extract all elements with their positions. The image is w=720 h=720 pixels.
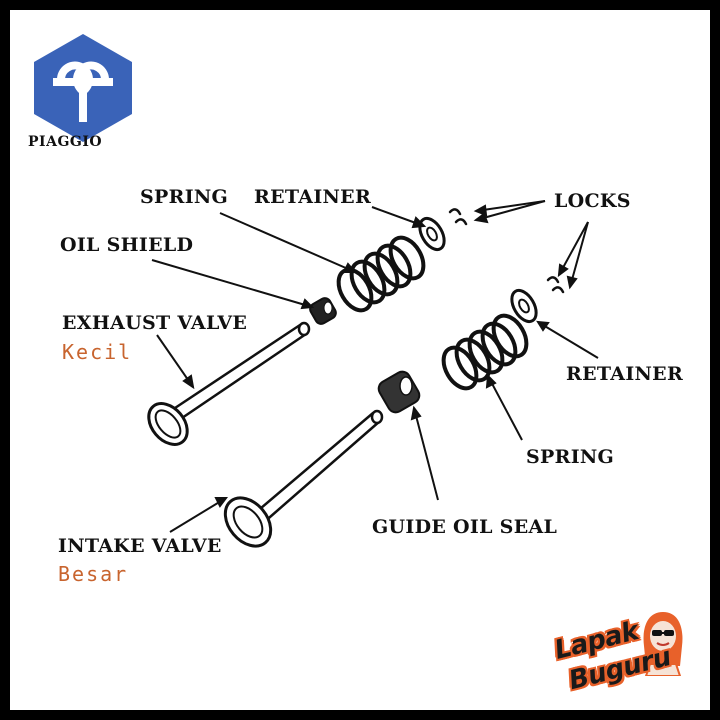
label-exhaust-size: Kecil	[62, 340, 133, 364]
right-retainer-part	[510, 288, 538, 324]
label-intake-valve: INTAKE VALVE	[58, 535, 222, 557]
label-locks: LOCKS	[554, 190, 631, 212]
shop-logo: Lapak Buguru	[546, 606, 696, 702]
label-retainer-right: RETAINER	[566, 363, 684, 385]
bottom-spring-part	[441, 313, 529, 391]
label-guide-oil-seal: GUIDE OIL SEAL	[372, 516, 558, 538]
top-spring-part	[336, 235, 426, 313]
piaggio-emblem-icon	[34, 34, 132, 142]
valve-exploded-diagram	[147, 200, 599, 548]
label-intake-size: Besar	[58, 562, 129, 586]
label-spring-bottom: SPRING	[526, 446, 615, 468]
label-spring-top: SPRING	[140, 186, 229, 208]
diagram-canvas: PIAGGIO	[10, 10, 710, 710]
label-retainer-top: RETAINER	[254, 186, 372, 208]
exhaust-valve-part	[147, 321, 311, 446]
oil-shield-part	[309, 297, 337, 325]
mascot-girl-icon	[643, 612, 683, 676]
top-retainer-part	[418, 216, 446, 252]
label-oil-shield: OIL SHIELD	[60, 234, 194, 256]
brand-name: PIAGGIO	[28, 134, 103, 150]
label-exhaust-valve: EXHAUST VALVE	[62, 312, 248, 334]
guide-oil-seal-part	[377, 370, 421, 414]
intake-valve-part	[223, 409, 384, 548]
locks-part	[448, 208, 565, 294]
